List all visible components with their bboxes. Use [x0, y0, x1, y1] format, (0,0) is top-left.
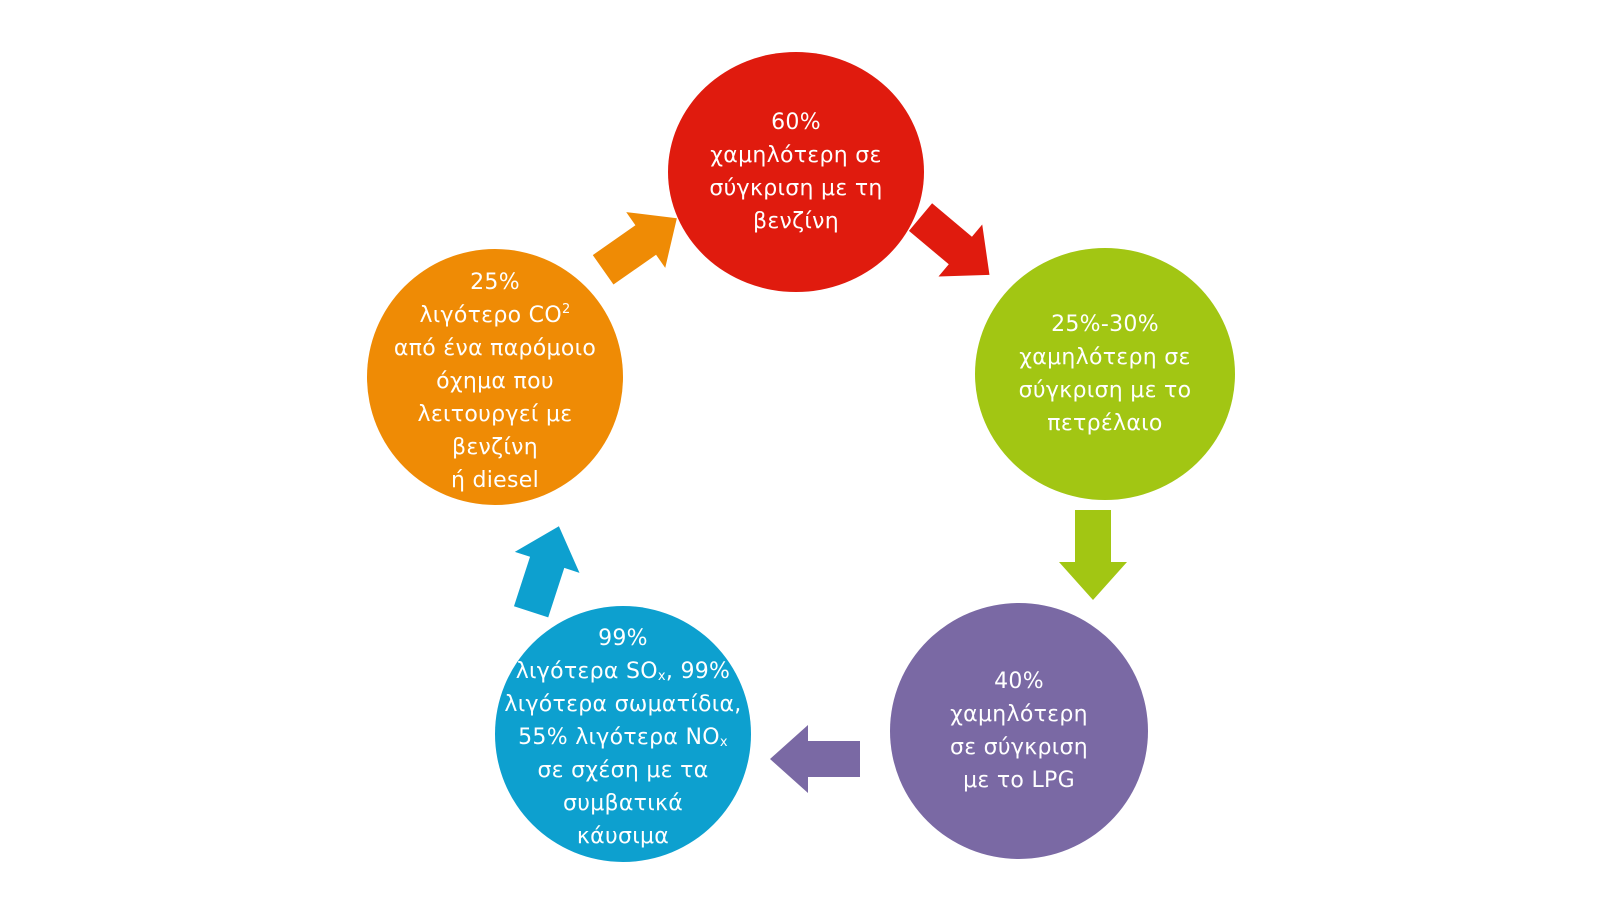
node-percent: 25%	[470, 269, 520, 295]
nox-label: 55% λιγότερα NO	[518, 724, 720, 750]
node-line: λειτουργεί με	[417, 401, 573, 427]
node-oil-comparison: 25%-30% χαμηλότερη σε σύγκριση με το πετ…	[975, 248, 1235, 500]
arrow-red-to-green-icon	[899, 191, 1012, 301]
node-line: πετρέλαιο	[1047, 411, 1163, 436]
node-line: λιγότερα SOx, 99%	[516, 655, 731, 688]
node-percent: 25%-30%	[1051, 312, 1159, 337]
node-line: από ένα παρόμοιο	[393, 335, 597, 361]
node-line: χαμηλότερη	[950, 702, 1088, 727]
node-text: 25% λιγότερο CO2 από ένα παρόμοιο όχημα …	[394, 266, 596, 497]
arrow-green-to-purple-icon	[1059, 510, 1127, 600]
sox-percent: , 99%	[665, 658, 731, 684]
node-emissions-comparison: 99% λιγότερα SOx, 99% λιγότερα σωματίδια…	[495, 606, 751, 862]
node-line: με το LPG	[963, 768, 1075, 793]
node-text: 25%-30% χαμηλότερη σε σύγκριση με το πετ…	[1019, 308, 1192, 440]
node-line: συμβατικά	[562, 790, 684, 816]
node-line: κάυσιμα	[576, 823, 670, 849]
node-line: σε σύγκριση	[949, 735, 1089, 760]
node-line: όχημα που	[436, 368, 554, 394]
arrow-purple-to-blue-icon	[770, 725, 860, 793]
node-line: σύγκριση με το	[1018, 378, 1192, 403]
node-petrol-comparison: 60% χαμηλότερη σε σύγκριση με τη βενζίνη	[668, 52, 924, 292]
node-line: σε σχέση με τα	[537, 757, 709, 783]
node-percent: 60%	[771, 110, 821, 135]
node-lpg-comparison: 40% χαμηλότερη σε σύγκριση με το LPG	[890, 603, 1148, 859]
sox-subscript: x	[657, 668, 666, 684]
node-line: ή diesel	[450, 467, 540, 493]
node-line: σύγκριση με τη	[709, 176, 883, 201]
co2-superscript: 2	[561, 301, 571, 317]
node-text: 40% χαμηλότερη σε σύγκριση με το LPG	[950, 665, 1088, 797]
nox-subscript: x	[719, 734, 728, 750]
sox-label: λιγότερα SO	[515, 658, 658, 684]
co2-label: λιγότερο CO	[419, 302, 562, 328]
node-percent: 99%	[598, 625, 648, 651]
node-text: 99% λιγότερα SOx, 99% λιγότερα σωματίδια…	[504, 622, 741, 853]
node-line: χαμηλότερη σε	[1019, 345, 1191, 370]
arrow-blue-to-orange-icon	[499, 516, 591, 623]
node-line: λιγότερο CO2	[419, 299, 570, 332]
arrow-orange-to-red-icon	[584, 190, 697, 297]
node-line: λιγότερα σωματίδια,	[504, 691, 742, 717]
node-line: βενζίνη	[753, 209, 839, 234]
node-line: βενζίνη	[452, 434, 538, 460]
node-line: χαμηλότερη σε	[710, 143, 882, 168]
node-percent: 40%	[994, 669, 1044, 694]
node-text: 60% χαμηλότερη σε σύγκριση με τη βενζίνη	[709, 106, 882, 238]
node-co2-comparison: 25% λιγότερο CO2 από ένα παρόμοιο όχημα …	[367, 249, 623, 505]
node-line: 55% λιγότερα NOx	[518, 721, 728, 754]
